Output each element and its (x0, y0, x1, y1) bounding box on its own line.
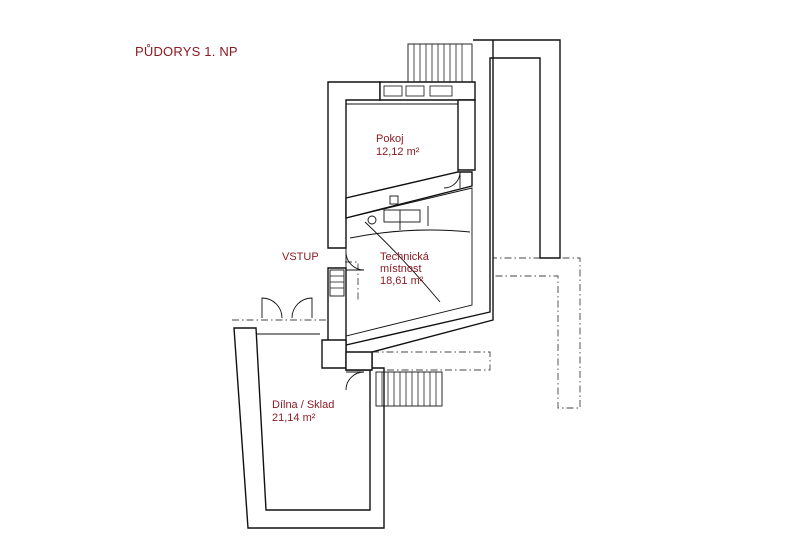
room-technicka-area: 18,61 m² (380, 275, 424, 287)
technicka-room-outline (345, 187, 473, 337)
stairs-top (407, 43, 473, 83)
room-pokoj-area: 12,12 m² (376, 146, 420, 158)
room-pokoj-name: Pokoj (376, 133, 404, 145)
room-dilna-name: Dílna / Sklad (272, 399, 335, 411)
doors (261, 171, 461, 391)
pokoj-room-outline (345, 103, 473, 219)
stairs-bottom (375, 371, 443, 407)
room-dilna-area: 21,14 m² (272, 412, 316, 424)
entrance-label: VSTUP (282, 251, 319, 263)
room-technicka-name-2: místnost (380, 263, 422, 275)
stairs-entrance (329, 269, 345, 297)
room-technicka-name-1: Technická (380, 251, 429, 263)
plan-title: PŮDORYS 1. NP (135, 44, 238, 59)
dilna-walls (233, 327, 385, 529)
windows (383, 85, 453, 97)
right-wing-walls (345, 39, 561, 371)
